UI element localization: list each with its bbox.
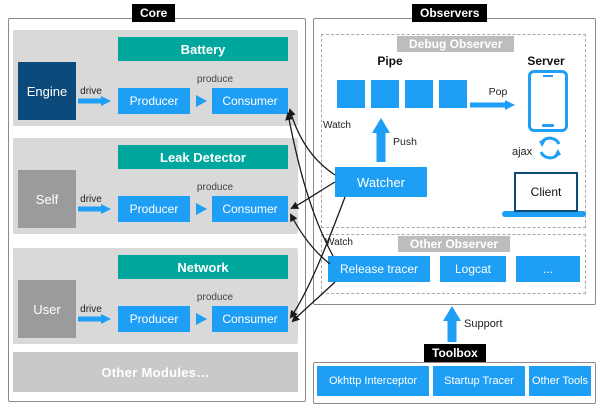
drive-label: drive bbox=[80, 86, 102, 97]
tool-startup-tracer: Startup Tracer bbox=[433, 366, 525, 396]
core-title: Core bbox=[132, 4, 176, 22]
support-label: Support bbox=[464, 318, 503, 330]
consumer-box: Consumer bbox=[212, 88, 288, 114]
pipe-slot-icon bbox=[405, 80, 433, 108]
phone-icon bbox=[528, 70, 568, 132]
producer-box: Producer bbox=[118, 306, 190, 332]
laptop-base-icon bbox=[502, 211, 586, 217]
toolbox-title: Toolbox bbox=[424, 344, 486, 362]
module-title-battery: Battery bbox=[118, 37, 288, 61]
consumer-box: Consumer bbox=[212, 196, 288, 222]
sync-icon bbox=[539, 136, 561, 160]
tool-okhttp-interceptor: Okhttp Interceptor bbox=[317, 366, 429, 396]
server-label: Server bbox=[527, 54, 565, 68]
produce-label: produce bbox=[196, 182, 234, 193]
phone-home-button-icon bbox=[542, 124, 554, 127]
other-observer-title: Other Observer bbox=[398, 236, 511, 252]
producer-box: Producer bbox=[118, 88, 190, 114]
release-tracer-box: Release tracer bbox=[328, 256, 430, 282]
core-row-battery: Battery Engine drive produce Producer Co… bbox=[13, 30, 298, 126]
module-title-leak-detector: Leak Detector bbox=[118, 145, 288, 169]
logcat-box: Logcat bbox=[440, 256, 506, 282]
source-box-self: Self bbox=[18, 170, 76, 228]
produce-label: produce bbox=[196, 292, 234, 303]
other-modules-bar: Other Modules… bbox=[13, 352, 298, 392]
watch-label-other: Watch bbox=[325, 237, 353, 248]
source-box-user: User bbox=[18, 280, 76, 338]
produce-label: produce bbox=[196, 74, 234, 85]
producer-box: Producer bbox=[118, 196, 190, 222]
core-row-leak-detector: Leak Detector Self drive produce Produce… bbox=[13, 138, 298, 234]
observers-title: Observers bbox=[412, 4, 488, 22]
phone-speaker-icon bbox=[543, 75, 553, 77]
drive-label: drive bbox=[80, 194, 102, 205]
pipe-slot-icon bbox=[337, 80, 365, 108]
debug-observer-title: Debug Observer bbox=[397, 36, 515, 52]
pipe-slot-icon bbox=[371, 80, 399, 108]
ajax-label: ajax bbox=[512, 146, 533, 158]
tool-other-tools: Other Tools bbox=[529, 366, 591, 396]
pipe-label: Pipe bbox=[377, 54, 403, 68]
watcher-box: Watcher bbox=[335, 167, 427, 197]
drive-label: drive bbox=[80, 304, 102, 315]
more-observers-box: ... bbox=[516, 256, 580, 282]
watch-label-debug: Watch bbox=[323, 120, 351, 131]
consumer-box: Consumer bbox=[212, 306, 288, 332]
module-title-network: Network bbox=[118, 255, 288, 279]
client-box: Client bbox=[514, 172, 578, 212]
pop-label: Pop bbox=[488, 86, 508, 98]
source-box-engine: Engine bbox=[18, 62, 76, 120]
push-label: Push bbox=[393, 136, 417, 148]
core-row-network: Network User drive produce Producer Cons… bbox=[13, 248, 298, 344]
pipe-slot-icon bbox=[439, 80, 467, 108]
